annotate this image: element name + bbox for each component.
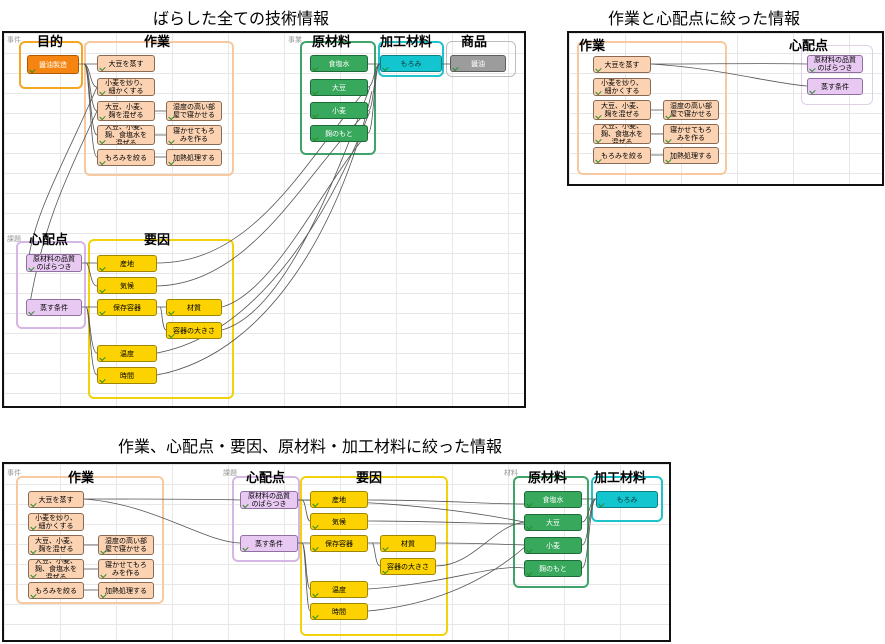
- node-material[interactable]: 材質: [380, 535, 436, 552]
- panel-task-risk: 作業 心配点 大豆を蒸す 小麦を炒り、細かくする 大豆、小麦、麹を混ぜる 湿度の…: [567, 31, 884, 186]
- node-ferment-room[interactable]: 湿度の高い部屋で寝かせる: [166, 101, 222, 121]
- node-roast-wheat[interactable]: 小麦を炒り、細かくする: [28, 513, 84, 531]
- node-material[interactable]: 材質: [166, 299, 222, 316]
- tag-jigyo: 事件: [7, 469, 21, 477]
- node-mix-ingredients[interactable]: 大豆、小麦、麹を混ぜる: [28, 535, 84, 555]
- node-container[interactable]: 保存容器: [310, 535, 368, 552]
- node-origin[interactable]: 産地: [310, 491, 368, 508]
- tag-kadai: 課題: [223, 469, 237, 477]
- node-koji[interactable]: 麹のもと: [524, 560, 582, 577]
- node-ferment-moromi[interactable]: 寝かせてもろみを作る: [98, 559, 154, 579]
- node-goal[interactable]: 醤油製造: [27, 55, 79, 74]
- node-steam-soybeans[interactable]: 大豆を蒸す: [593, 56, 651, 73]
- label-material: 原材料: [528, 471, 568, 486]
- label-task: 作業: [144, 35, 171, 50]
- node-ferment-moromi[interactable]: 寝かせてもろみを作る: [166, 125, 222, 145]
- group-risk: [801, 45, 873, 105]
- node-press-moromi[interactable]: もろみを絞る: [593, 147, 651, 164]
- node-roast-wheat[interactable]: 小麦を炒り、細かくする: [97, 78, 155, 96]
- label-risk: 心配点: [789, 39, 829, 54]
- title-task-risk: 作業と心配点に絞った情報: [608, 9, 801, 28]
- group-processed: [378, 41, 444, 77]
- node-steam-condition[interactable]: 蒸す条件: [807, 78, 863, 95]
- node-ferment-moromi[interactable]: 寝かせてもろみを作る: [663, 124, 719, 144]
- node-time[interactable]: 時間: [310, 603, 368, 620]
- label-risk: 心配点: [29, 233, 69, 248]
- node-ferment-room[interactable]: 湿度の高い部屋で寝かせる: [98, 535, 154, 555]
- group-product: [446, 41, 516, 77]
- node-material-quality[interactable]: 原材料の品質のばらつき: [807, 55, 863, 73]
- label-processed: 加工材料: [594, 471, 647, 486]
- node-container-size[interactable]: 容器の大きさ: [380, 558, 436, 575]
- label-factor: 要因: [144, 233, 171, 248]
- node-press-moromi[interactable]: もろみを絞る: [97, 149, 155, 166]
- node-steam-soybeans[interactable]: 大豆を蒸す: [28, 491, 84, 508]
- node-mix-brine[interactable]: 大豆、小麦、麹、食塩水を混ぜる: [28, 559, 84, 579]
- label-processed: 加工材料: [380, 35, 433, 50]
- node-container-size[interactable]: 容器の大きさ: [166, 322, 222, 339]
- label-product: 商品: [461, 35, 488, 50]
- node-origin[interactable]: 産地: [97, 255, 157, 272]
- node-heat-treatment[interactable]: 加熱処理する: [663, 147, 719, 164]
- node-material-quality[interactable]: 原材料の品質のばらつき: [26, 254, 82, 272]
- node-soybeans[interactable]: 大豆: [310, 79, 368, 96]
- node-press-moromi[interactable]: もろみを絞る: [28, 582, 84, 599]
- node-container[interactable]: 保存容器: [97, 299, 157, 316]
- node-mix-ingredients[interactable]: 大豆、小麦、麹を混ぜる: [97, 101, 155, 121]
- label-material: 原材料: [312, 35, 352, 50]
- node-temperature[interactable]: 温度: [310, 581, 368, 598]
- node-soybeans[interactable]: 大豆: [524, 514, 582, 531]
- node-moromi[interactable]: もろみ: [380, 55, 442, 72]
- title-combined: 作業、心配点・要因、原材料・加工材料に絞った情報: [118, 437, 503, 456]
- tag-jigyo2: 事業: [288, 36, 302, 44]
- tag-zairyo: 材料: [504, 469, 518, 477]
- node-brine[interactable]: 食塩水: [310, 55, 368, 72]
- tag-kadai: 課題: [7, 235, 21, 243]
- node-moromi[interactable]: もろみ: [596, 491, 658, 508]
- node-heat-treatment[interactable]: 加熱処理する: [98, 582, 154, 599]
- label-factor: 要因: [356, 471, 383, 486]
- node-brine[interactable]: 食塩水: [524, 491, 582, 508]
- node-material-quality[interactable]: 原材料の品質のばらつき: [240, 491, 298, 509]
- panel-full: 事件 事業 課題 目的 作業 原材料 加工材料 商品 心配点 要因 醤油製造 大…: [2, 31, 526, 408]
- node-koji[interactable]: 麹のもと: [310, 125, 368, 142]
- node-temperature[interactable]: 温度: [97, 345, 157, 362]
- node-climate[interactable]: 気候: [310, 513, 368, 530]
- group-task: [577, 41, 727, 175]
- node-mix-ingredients[interactable]: 大豆、小麦、麹を混ぜる: [593, 100, 651, 120]
- label-purpose: 目的: [37, 35, 64, 50]
- label-task: 作業: [68, 471, 95, 486]
- node-wheat[interactable]: 小麦: [524, 537, 582, 554]
- node-roast-wheat[interactable]: 小麦を炒り、細かくする: [593, 78, 651, 96]
- tag-jigyo: 事件: [7, 36, 21, 44]
- node-steam-condition[interactable]: 蒸す条件: [26, 299, 82, 316]
- label-risk: 心配点: [246, 471, 286, 486]
- node-climate[interactable]: 気候: [97, 277, 157, 294]
- title-full: ばらした全ての技術情報: [153, 9, 330, 28]
- node-mix-brine[interactable]: 大豆、小麦、麹、食塩水を混ぜる: [593, 124, 651, 144]
- node-steam-condition[interactable]: 蒸す条件: [240, 535, 298, 552]
- node-steam-soybeans[interactable]: 大豆を蒸す: [97, 55, 155, 72]
- node-ferment-room[interactable]: 湿度の高い部屋で寝かせる: [663, 100, 719, 120]
- node-heat-treatment[interactable]: 加熱処理する: [166, 149, 222, 166]
- label-task: 作業: [579, 39, 606, 54]
- node-time[interactable]: 時間: [97, 367, 157, 384]
- grid-bg: [4, 33, 524, 406]
- node-shoyu[interactable]: 醤油: [450, 55, 506, 72]
- panel-combined: 事件 課題 材料 作業 心配点 要因 原材料 加工材料 大豆を蒸す 小麦を炒り、…: [2, 462, 671, 642]
- node-wheat[interactable]: 小麦: [310, 102, 368, 119]
- node-mix-brine[interactable]: 大豆、小麦、麹、食塩水を混ぜる: [97, 125, 155, 145]
